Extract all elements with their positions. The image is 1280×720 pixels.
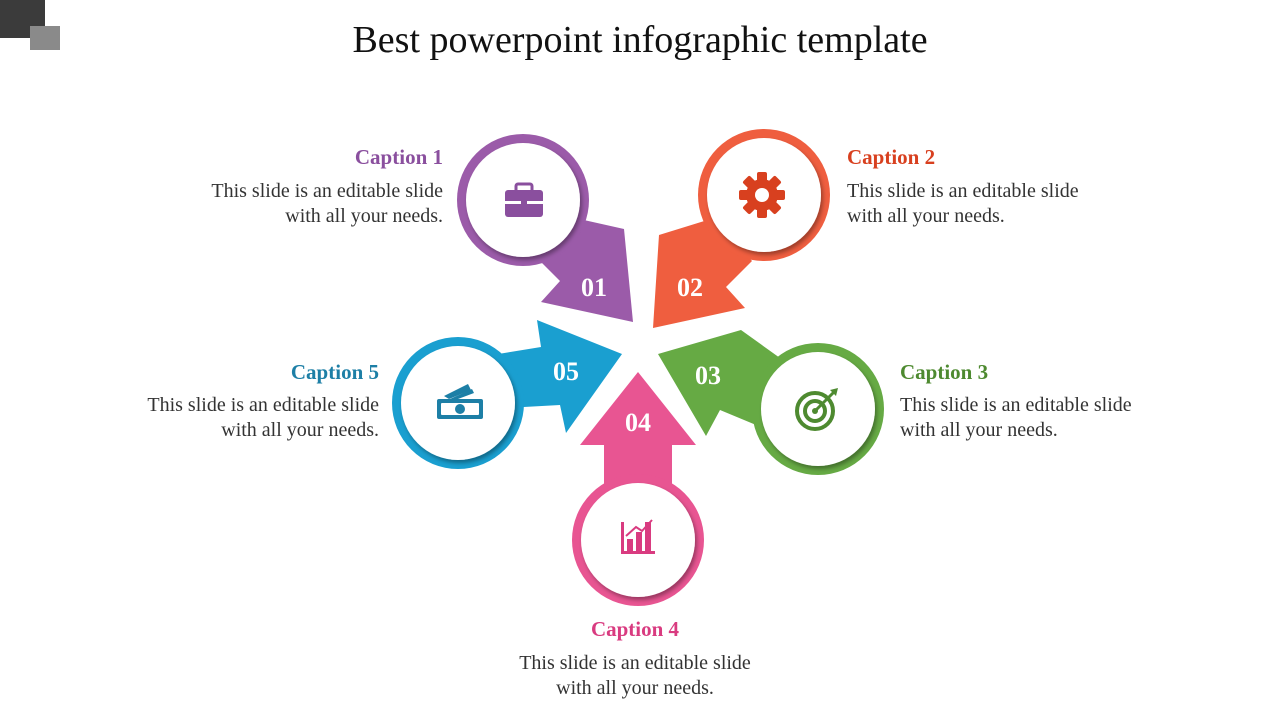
caption-1-title: Caption 1 [354,145,443,169]
step-1-number: 01 [581,273,607,302]
step-3-arrow [658,330,780,436]
step-1: 01 [457,134,633,322]
caption-4-text: This slide is an editable slide with all… [485,651,785,701]
step-3-number: 03 [695,361,721,390]
caption-5-line2: with all your needs. [221,419,379,441]
caption-1-line1: This slide is an editable slide [211,180,443,202]
briefcase-icon [505,182,543,217]
target-icon [795,388,838,431]
caption-5-text: This slide is an editable slide with all… [79,393,379,443]
caption-2-line1: This slide is an editable slide [847,180,1079,202]
caption-4-title: Caption 4 [590,617,680,641]
caption-5-title: Caption 5 [290,360,379,384]
step-2: 02 [653,129,830,328]
caption-1-text: This slide is an editable slide with all… [143,179,443,229]
caption-4-line1: This slide is an editable slide [519,652,751,674]
corner-decoration-light [30,26,60,50]
gear-icon [739,172,785,218]
caption-2-title: Caption 2 [847,145,936,169]
step-2-number: 02 [677,273,703,302]
caption-2-line2: with all your needs. [847,205,1005,227]
step-3: 03 [658,330,884,475]
caption-4-line2: with all your needs. [556,677,714,699]
step-4-number: 04 [625,408,651,437]
caption-3-title: Caption 3 [900,360,989,384]
bar-chart-icon [621,519,655,554]
caption-3-text: This slide is an editable slide with all… [900,393,1200,443]
money-icon [437,384,483,419]
step-5-number: 05 [553,357,579,386]
caption-3-line1: This slide is an editable slide [900,394,1132,416]
caption-2-text: This slide is an editable slide with all… [847,179,1147,229]
slide-title: Best powerpoint infographic template [352,19,928,61]
step-4: 04 [572,372,704,606]
step-5: 05 [392,320,622,469]
caption-3-line2: with all your needs. [900,419,1058,441]
step-4-arrow [580,372,696,500]
caption-5-line1: This slide is an editable slide [147,394,379,416]
caption-1-line2: with all your needs. [285,205,443,227]
